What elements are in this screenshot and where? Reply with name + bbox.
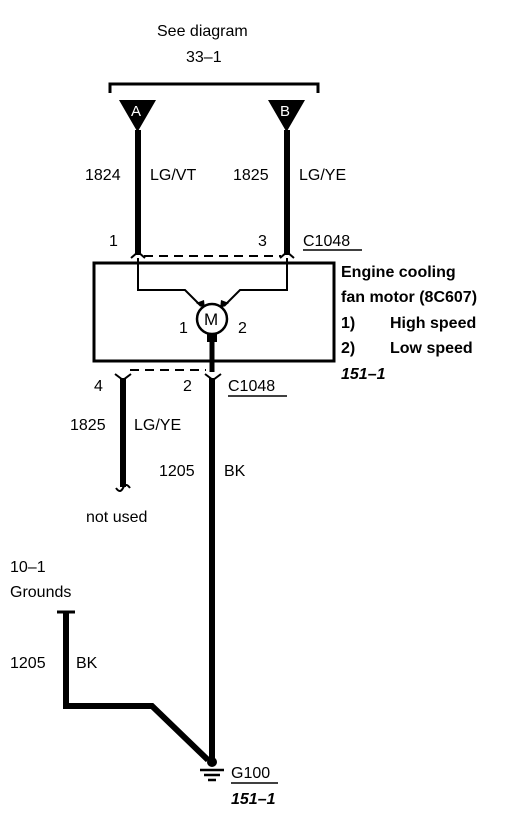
wire-1824-color: LG/VT — [150, 167, 196, 184]
grounds-ref-page: 10–1 — [10, 559, 46, 576]
wire-1825b-color: LG/YE — [134, 417, 181, 434]
bottom-pin-4: 4 — [94, 378, 103, 395]
wire-1205-circuit: 1205 — [159, 463, 195, 480]
top-pin-1: 1 — [109, 233, 118, 250]
wire-1205-color: BK — [224, 463, 246, 480]
connector-a-triangle: A — [119, 100, 156, 132]
internal-wire-high — [137, 258, 202, 307]
ground-icon — [200, 757, 224, 782]
wire-1825-color: LG/YE — [299, 167, 346, 184]
component-page-ref: 151–1 — [341, 366, 386, 383]
wire-1205-ground-path — [63, 612, 211, 763]
wire-1825b-circuit: 1825 — [70, 417, 106, 434]
wire-1824-circuit: 1824 — [85, 167, 121, 184]
top-connector-id: C1048 — [303, 233, 350, 250]
motor-terminal-1: 1 — [179, 320, 188, 337]
see-diagram-text: See diagram — [157, 23, 248, 40]
legend-1-num: 1) — [341, 315, 355, 332]
internal-wire-low — [223, 258, 288, 307]
grounds-ref-label: Grounds — [10, 584, 71, 601]
see-diagram-ref: 33–1 — [186, 49, 222, 66]
motor-symbol: M — [204, 310, 218, 329]
connector-a-label: A — [131, 103, 141, 120]
component-title-2: fan motor (8C607) — [341, 289, 477, 306]
not-used-label: not used — [86, 509, 147, 526]
motor-icon: M — [195, 302, 229, 336]
legend-2-text: Low speed — [390, 340, 473, 357]
bottom-connector-id: C1048 — [228, 378, 275, 395]
motor-terminal-2: 2 — [238, 320, 247, 337]
not-used-end — [115, 484, 131, 492]
bottom-pin-2: 2 — [183, 378, 192, 395]
top-pin-3: 3 — [258, 233, 267, 250]
ground-id: G100 — [231, 765, 270, 782]
wire-1825-circuit: 1825 — [233, 167, 269, 184]
ground-page-ref: 151–1 — [231, 791, 276, 808]
connector-b-triangle: B — [268, 100, 305, 132]
wire-1205b-circuit: 1205 — [10, 655, 46, 672]
wire-1205b-color: BK — [76, 655, 98, 672]
component-title-1: Engine cooling — [341, 264, 456, 281]
connector-b-label: B — [280, 103, 290, 120]
legend-1-text: High speed — [390, 315, 476, 332]
legend-2-num: 2) — [341, 340, 355, 357]
